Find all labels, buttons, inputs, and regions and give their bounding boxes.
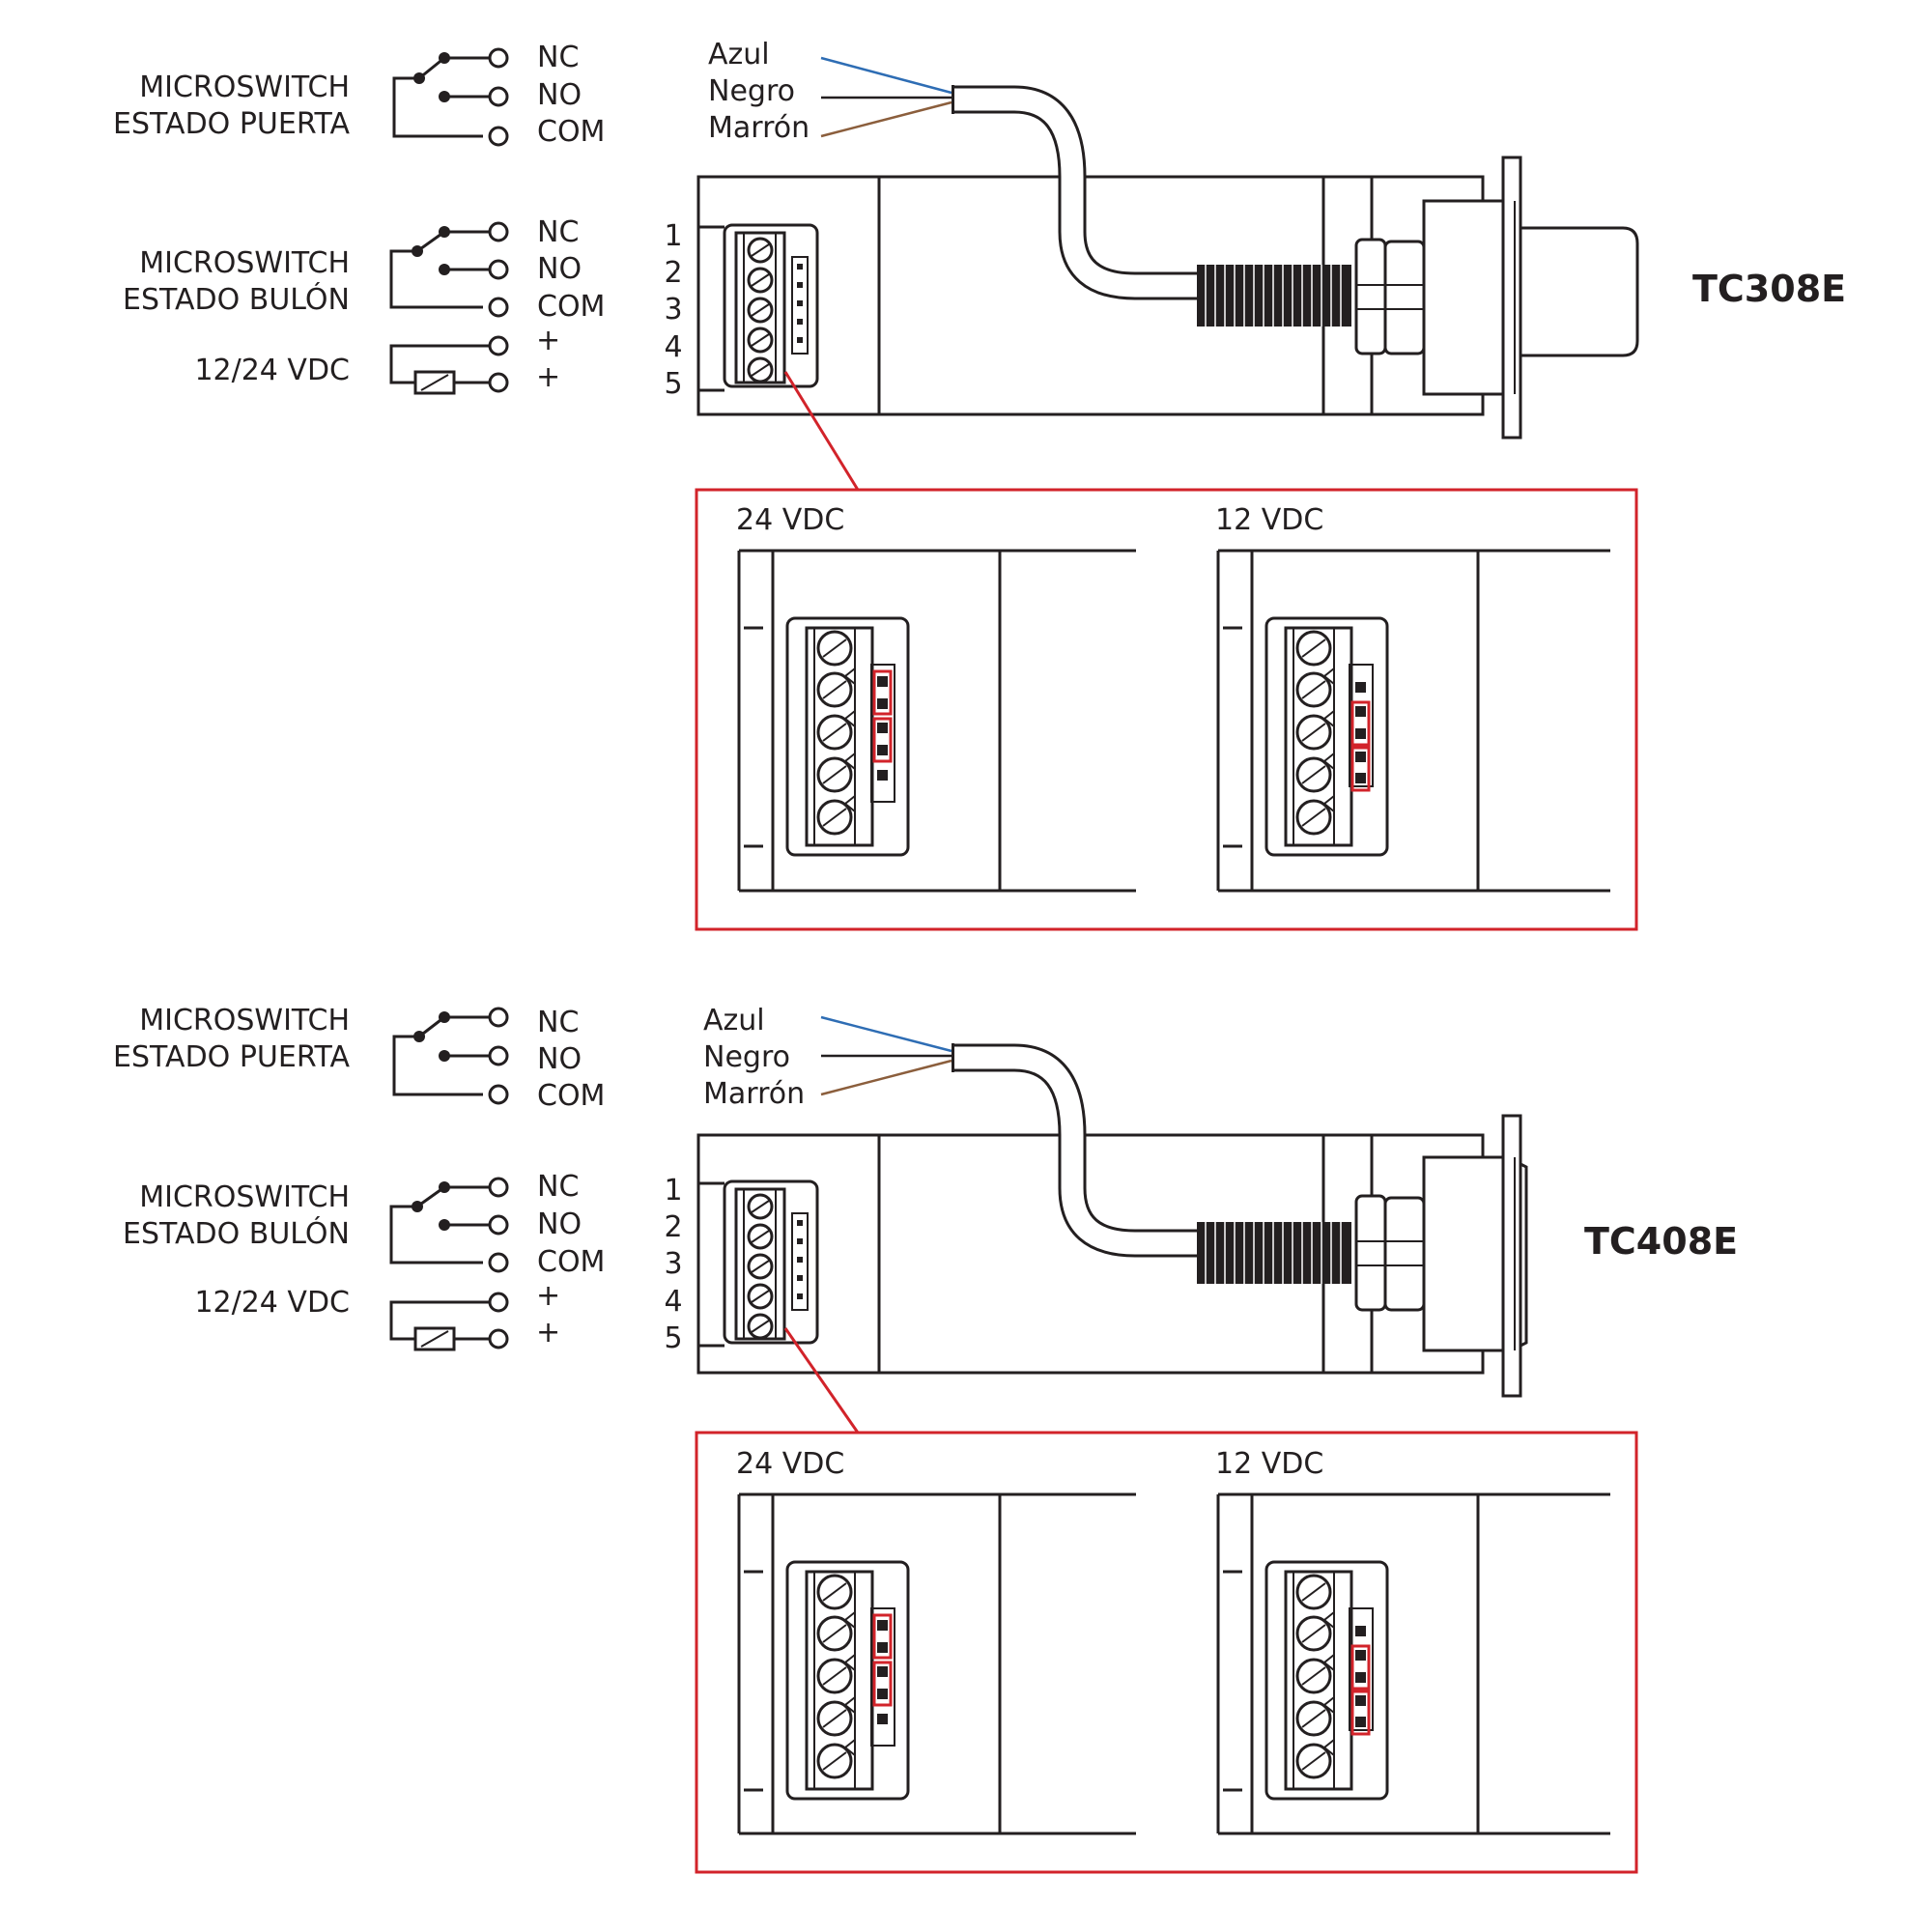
door-switch-label-line1: MICROSWITCH [139, 71, 350, 104]
terminal-number-1: 1 [664, 219, 682, 253]
jumper-label-24vdc: 24 VDC [736, 503, 844, 537]
wire-label-brown: Marrón [703, 1077, 805, 1111]
model-name: TC308E [1692, 268, 1846, 310]
wire-label-black: Negro [703, 1040, 790, 1074]
jumper-detail-24vdc: 24 VDC [736, 503, 1136, 893]
wire-label-black: Negro [708, 74, 795, 108]
door-switch-contact-com: COM [537, 1079, 605, 1113]
door-switch-contact-no: NO [537, 1042, 582, 1076]
jumper-detail-12vdc: 12 VDC [1215, 1447, 1610, 1835]
door-switch-contact-no: NO [537, 78, 582, 112]
door-switch-schematic: MICROSWITCH ESTADO PUERTA NC NO COM [113, 41, 605, 149]
terminal-number-3: 3 [664, 1247, 682, 1281]
door-switch-contact-com: COM [537, 115, 605, 149]
power-terminal-plus-1: + [536, 324, 560, 357]
door-switch-contact-nc: NC [537, 1006, 579, 1039]
jumper-detail-box [695, 488, 1638, 931]
door-switch-label-line2: ESTADO PUERTA [113, 1040, 350, 1074]
power-terminal-plus-2: + [536, 360, 560, 394]
bolt-switch-label-line1: MICROSWITCH [139, 246, 350, 280]
section-tc408e: MICROSWITCH ESTADO PUERTA NC NO COM MICR… [113, 1004, 1738, 1874]
model-name: TC408E [1584, 1220, 1738, 1263]
terminal-number-4: 4 [664, 330, 682, 364]
terminal-number-1: 1 [664, 1174, 682, 1208]
jumper-label-24vdc: 24 VDC [736, 1447, 844, 1481]
door-switch-label-line1: MICROSWITCH [139, 1004, 350, 1037]
door-switch-contact-nc: NC [537, 41, 579, 74]
bolt-switch-schematic: MICROSWITCH ESTADO BULÓN NC NO COM [123, 215, 605, 324]
terminal-number-4: 4 [664, 1285, 682, 1319]
wire-label-brown: Marrón [708, 111, 810, 145]
bolt-switch-contact-com: COM [537, 1245, 605, 1279]
bolt-switch-label-line2: ESTADO BULÓN [123, 1215, 350, 1251]
jumper-detail-box [695, 1431, 1638, 1874]
cable [952, 1043, 1351, 1284]
power-terminal-plus-1: + [536, 1279, 560, 1313]
power-supply-schematic: 12/24 VDC + + [194, 1279, 560, 1351]
jumper-label-12vdc: 12 VDC [1215, 1447, 1323, 1481]
callout-leader [783, 1327, 860, 1434]
bolt-switch-contact-nc: NC [537, 215, 579, 249]
wire-labels: Azul Negro Marrón [703, 1004, 952, 1111]
jumper-detail-12vdc: 12 VDC [1215, 503, 1610, 893]
bolt-switch-contact-no: NO [537, 1208, 582, 1241]
bolt-switch-contact-com: COM [537, 290, 605, 324]
terminal-number-3: 3 [664, 293, 682, 327]
wire-label-blue: Azul [708, 38, 770, 71]
wire-labels: Azul Negro Marrón [708, 38, 952, 145]
power-supply-schematic: 12/24 VDC + + [194, 324, 560, 395]
power-label: 12/24 VDC [194, 1286, 350, 1320]
section-tc308e: MICROSWITCH ESTADO PUERTA NC NO COM MICR… [113, 38, 1846, 931]
bolt-switch-label-line2: ESTADO BULÓN [123, 281, 350, 317]
callout-leader [783, 371, 860, 491]
bolt-switch-contact-nc: NC [537, 1170, 579, 1204]
terminal-number-2: 2 [664, 1210, 682, 1244]
power-terminal-plus-2: + [536, 1316, 560, 1350]
wire-label-blue: Azul [703, 1004, 765, 1037]
cable [952, 85, 1351, 327]
bolt-assembly [1354, 156, 1639, 440]
jumper-label-12vdc: 12 VDC [1215, 503, 1323, 537]
terminal-numbers: 1 2 3 4 5 [664, 1174, 682, 1355]
door-switch-schematic: MICROSWITCH ESTADO PUERTA NC NO COM [113, 1004, 605, 1113]
terminal-number-5: 5 [664, 1321, 682, 1355]
bolt-switch-schematic: MICROSWITCH ESTADO BULÓN NC NO COM [123, 1170, 605, 1279]
bolt-switch-contact-no: NO [537, 252, 582, 286]
door-switch-label-line2: ESTADO PUERTA [113, 107, 350, 141]
jumper-detail-24vdc: 24 VDC [736, 1447, 1136, 1835]
power-label: 12/24 VDC [194, 354, 350, 387]
bolt-switch-label-line1: MICROSWITCH [139, 1180, 350, 1214]
bolt-assembly [1354, 1114, 1528, 1398]
terminal-number-5: 5 [664, 367, 682, 401]
terminal-number-2: 2 [664, 256, 682, 290]
terminal-numbers: 1 2 3 4 5 [664, 219, 682, 401]
